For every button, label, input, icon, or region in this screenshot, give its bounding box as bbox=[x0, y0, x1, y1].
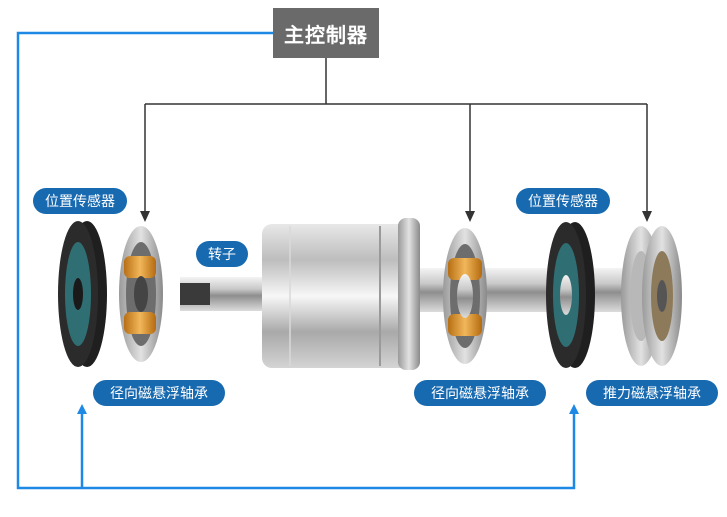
radial-bearing-left bbox=[119, 226, 163, 362]
position-sensor-right bbox=[546, 222, 595, 368]
rotor bbox=[262, 218, 420, 370]
arrowhead-down bbox=[465, 211, 475, 222]
rotor-label: 转子 bbox=[208, 247, 236, 263]
sensor-center-hole bbox=[73, 278, 83, 310]
thrust-bearing-tag: 推力磁悬浮轴承 bbox=[586, 380, 718, 406]
position-sensor-left-tag: 位置传感器 bbox=[33, 188, 127, 214]
coil bbox=[448, 258, 482, 280]
shaft-left-tip bbox=[180, 283, 210, 305]
radial-bearing-right-tag: 径向磁悬浮轴承 bbox=[414, 380, 546, 406]
arrowhead-down bbox=[140, 211, 150, 222]
position-sensor-right-label: 位置传感器 bbox=[528, 194, 598, 210]
rotor-body bbox=[262, 224, 412, 368]
sensor-feedback-loop bbox=[16, 31, 576, 490]
position-sensor-left-label: 位置传感器 bbox=[45, 194, 115, 210]
radial-bearing-left-tag: 径向磁悬浮轴承 bbox=[93, 380, 225, 406]
coil bbox=[124, 256, 156, 278]
main-controller-label: 主控制器 bbox=[284, 22, 368, 47]
coil bbox=[448, 314, 482, 336]
arrowhead-down bbox=[642, 211, 652, 222]
coil bbox=[124, 312, 156, 334]
radial-bearing-right-label: 径向磁悬浮轴承 bbox=[431, 386, 529, 402]
thrust-bearing bbox=[621, 226, 682, 366]
position-sensor-right-tag: 位置传感器 bbox=[516, 188, 610, 214]
rotor-tag: 转子 bbox=[196, 241, 248, 267]
control-lines bbox=[144, 58, 648, 213]
radial-bearing-left-label: 径向磁悬浮轴承 bbox=[110, 386, 208, 402]
position-sensor-left bbox=[58, 221, 107, 367]
thrust-bearing-label: 推力磁悬浮轴承 bbox=[603, 386, 701, 402]
stator-bore bbox=[457, 274, 473, 318]
main-controller-box: 主控制器 bbox=[273, 8, 379, 58]
thrust-bore bbox=[657, 280, 667, 312]
feedback-arrowheads bbox=[77, 404, 579, 414]
rotor-rim bbox=[398, 218, 420, 370]
sensor-center-hole bbox=[560, 275, 572, 315]
stator-bore bbox=[134, 276, 148, 312]
radial-bearing-right bbox=[443, 228, 487, 364]
control-arrowheads bbox=[140, 211, 652, 222]
arrowhead-up-right bbox=[569, 404, 579, 414]
arrowhead-up-left bbox=[77, 404, 87, 414]
feedback-line bbox=[16, 31, 576, 490]
